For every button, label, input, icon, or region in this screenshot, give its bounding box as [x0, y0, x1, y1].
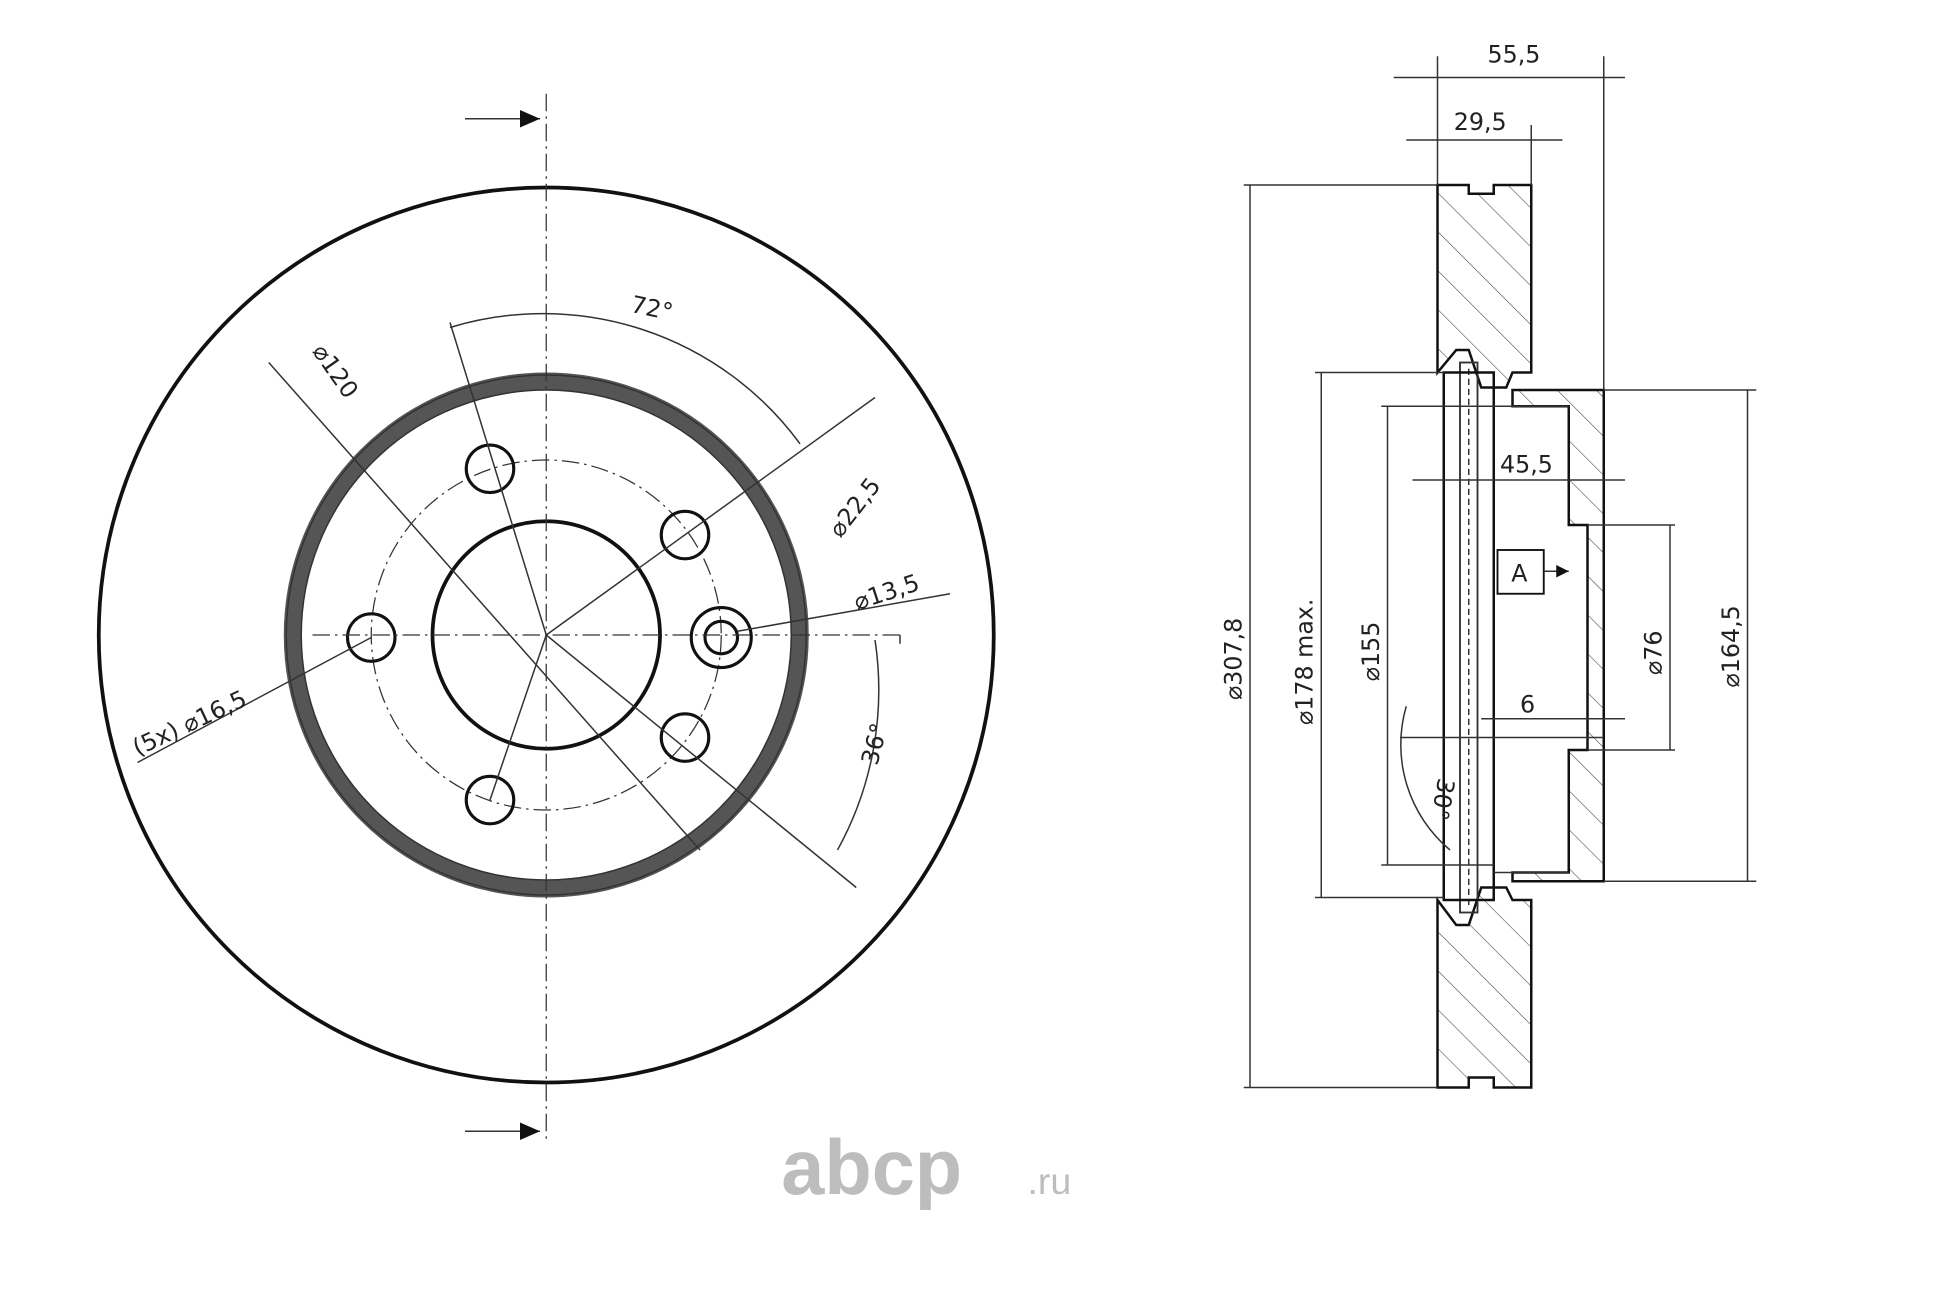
disc-section-top [1436, 183, 1533, 389]
label-datum: A [1511, 559, 1528, 587]
logo-brand: abcp [781, 1125, 962, 1211]
logo-tld: .ru [1028, 1160, 1072, 1202]
label-angle-36: 36° [856, 720, 894, 768]
label-hub-hole: ⌀22,5 [823, 472, 886, 542]
front-view: 72° ⌀120 ⌀22,5 ⌀13,5 (5x) ⌀16,5 36° [96, 93, 996, 1144]
label-center-bore: ⌀76 [1639, 630, 1667, 675]
section-view: 55,5 29,5 ⌀307,8 ⌀178 max. ⌀155 45,5 A ⌀… [1219, 41, 1757, 1089]
label-inner-diameter: ⌀155 [1357, 622, 1385, 682]
label-hat-depth: 45,5 [1500, 451, 1553, 479]
label-flange: 6 [1520, 691, 1535, 719]
disc-section-bottom [1436, 886, 1533, 1089]
bolt-holes [345, 443, 753, 826]
label-hat-diameter: ⌀164,5 [1717, 605, 1745, 687]
label-overall-width: 55,5 [1488, 41, 1541, 69]
label-outer-diameter: ⌀307,8 [1219, 618, 1247, 700]
vent-channel [1459, 361, 1479, 914]
label-small-hole: ⌀13,5 [850, 569, 923, 616]
label-bolt-circle: ⌀120 [307, 339, 364, 404]
label-angle-30: 30° [1425, 776, 1460, 822]
abcp-logo: abcp .ru [781, 1125, 1071, 1211]
section-arrow-top [465, 110, 540, 128]
section-arrow-bottom [465, 1122, 540, 1140]
label-disc-thickness: 29,5 [1454, 108, 1507, 136]
label-max-diameter: ⌀178 max. [1291, 599, 1319, 725]
label-bolt-holes: (5x) ⌀16,5 [128, 685, 251, 762]
label-angle-72: 72° [629, 290, 676, 326]
